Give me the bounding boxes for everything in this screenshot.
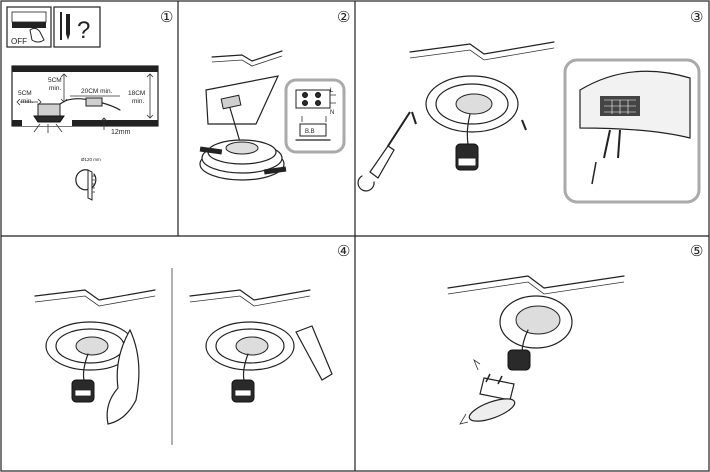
lamp-icon <box>468 373 516 422</box>
gu10-socket <box>507 349 531 371</box>
breaker-off-label: OFF <box>11 37 27 46</box>
terminal-block-label: B.B <box>305 129 315 135</box>
ceiling-edge <box>409 41 555 55</box>
screwdriver-icon <box>357 111 411 192</box>
terminal-neutral-label: N <box>330 110 334 116</box>
cutout-diameter-label: Ø120 mm <box>81 157 101 162</box>
ceiling-edge <box>447 275 625 289</box>
clip-detail-inset <box>563 58 701 204</box>
wiring-inset: L N B.B <box>284 78 346 154</box>
question-icon: ? <box>77 17 90 44</box>
step-number: ④ <box>337 243 350 260</box>
step-3-panel: ③ <box>357 9 703 204</box>
hand-tool-icon <box>295 325 333 381</box>
ceiling-edge <box>189 289 311 301</box>
terminal-live-label: L <box>330 88 334 94</box>
hand-icon <box>106 328 140 425</box>
cable-clearance-label: 20CM min. <box>81 88 113 95</box>
step-number: ② <box>337 9 350 26</box>
screw-icon: ? <box>53 6 101 48</box>
step-number: ③ <box>690 9 703 26</box>
ceiling-edge <box>211 50 283 62</box>
step-5-panel: ⑤ <box>447 243 703 425</box>
step-number: ① <box>160 9 173 26</box>
gu10-socket <box>455 143 479 171</box>
driver-box <box>220 94 242 110</box>
step-4-panel: ④ <box>34 243 350 425</box>
ceiling-board <box>205 75 280 125</box>
breaker-off-icon: OFF <box>6 6 52 48</box>
step-2-panel: ② L N B.B <box>199 9 350 181</box>
cutout-tool-icon: Ø120 mm <box>75 157 101 201</box>
step-number: ⑤ <box>690 243 703 260</box>
ceiling-edge <box>34 289 156 301</box>
step-1-panel: ① OFF ? <box>6 6 173 201</box>
ceiling-thickness-label: 12mm <box>111 129 131 136</box>
